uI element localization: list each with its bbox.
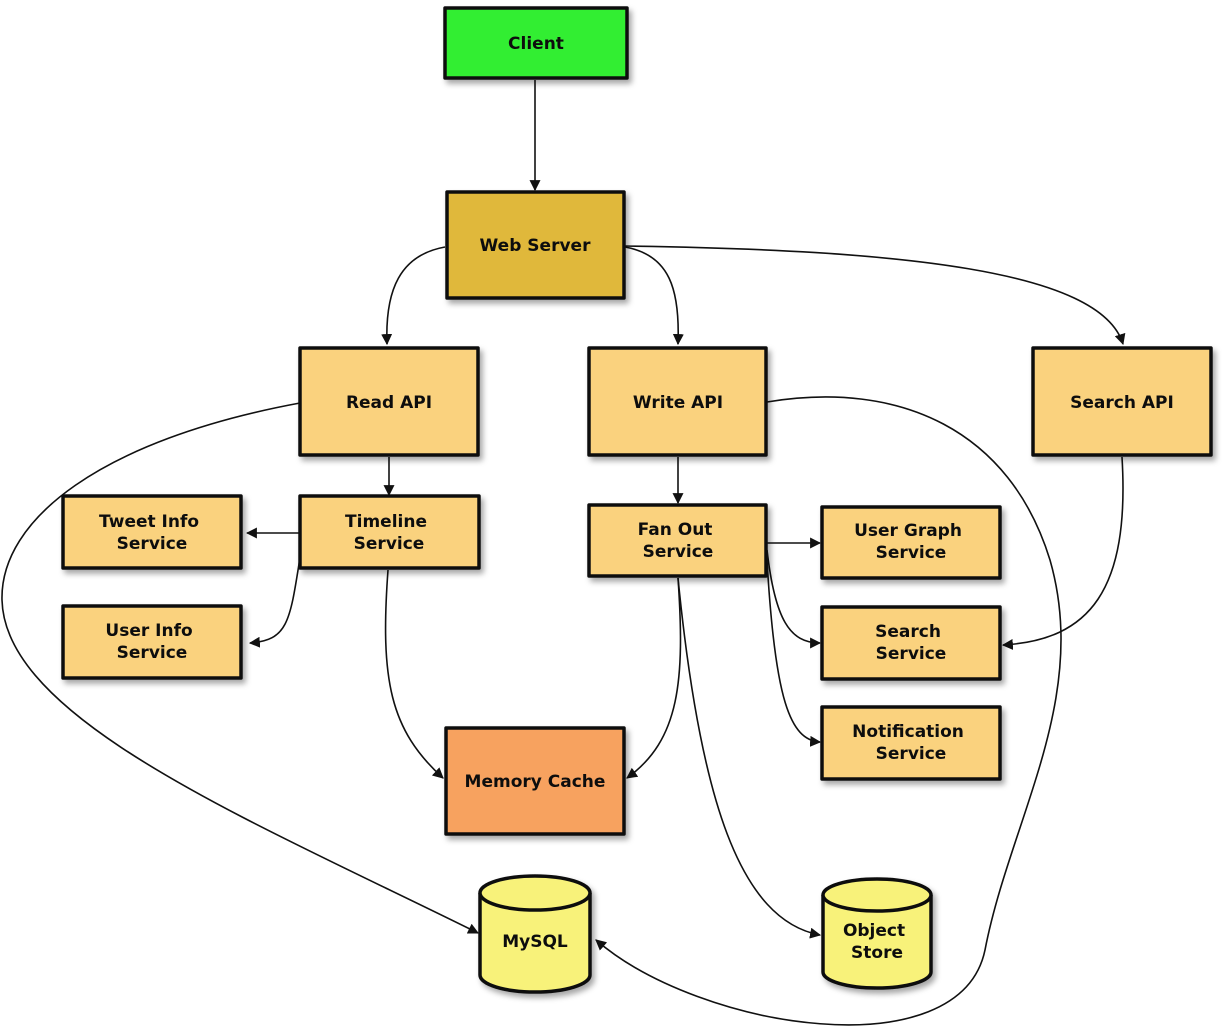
edge-timeline-to-user-info: [248, 544, 303, 648]
read-api-label: Read API: [346, 393, 432, 413]
write-api-box: [587, 346, 768, 457]
edge-timeline-to-memory-cache: [384, 569, 444, 779]
nodes-layer: Client Web Server Read API Write API: [61, 6, 1213, 994]
fan-out-service-label: Fan Out Service: [638, 520, 719, 562]
client-box: [443, 6, 629, 80]
user-graph-service-node: User Graph Service: [820, 505, 1002, 580]
edges-layer: [1, 80, 1126, 1026]
client-label: Client: [508, 34, 564, 54]
edge-fan-out-to-search-service: [766, 549, 822, 649]
edge-fan-out-to-object-store: [677, 577, 822, 939]
read-api-box: [298, 346, 480, 457]
edge-web-server-to-read-api: [381, 246, 446, 346]
fan-out-service-node: Fan Out Service: [587, 503, 768, 578]
notification-service-box: [820, 705, 1002, 781]
user-graph-service-label: User Graph Service: [854, 521, 968, 563]
search-service-label: Search Service: [875, 622, 947, 664]
notification-service-node: Notification Service: [820, 705, 1002, 781]
user-graph-service-box: [820, 505, 1002, 580]
edge-read-api-to-mysql: [1, 402, 479, 934]
memory-cache-label: Memory Cache: [465, 772, 606, 792]
web-server-node: Web Server: [445, 190, 626, 300]
mysql-cylinder-top: [478, 874, 592, 912]
timeline-service-box: [298, 494, 481, 570]
search-api-box: [1031, 346, 1213, 457]
search-api-label: Search API: [1070, 393, 1174, 413]
fan-out-service-box: [587, 503, 768, 578]
write-api-label: Write API: [633, 393, 723, 413]
edge-search-api-to-search-service: [1001, 456, 1124, 650]
memory-cache-box: [444, 726, 626, 836]
user-info-service-label: User Info Service: [105, 621, 198, 663]
object-store-node: Object Store: [821, 877, 933, 990]
object-store-cylinder-top: [821, 877, 933, 913]
write-api-node: Write API: [587, 346, 768, 457]
edge-web-server-to-search-api: [624, 245, 1126, 346]
user-info-service-node: User Info Service: [61, 604, 243, 680]
mysql-cylinder-body: [478, 893, 592, 994]
mysql-node: MySQL: [478, 874, 592, 994]
edge-web-server-to-write-api: [624, 246, 684, 346]
tweet-info-service-box: [61, 494, 243, 570]
timeline-service-node: Timeline Service: [298, 494, 481, 570]
client-node: Client: [443, 6, 629, 80]
object-store-cylinder-body: [821, 895, 933, 990]
search-service-box: [820, 605, 1002, 681]
timeline-service-label: Timeline Service: [345, 512, 433, 554]
edge-write-api-to-mysql: [595, 396, 1062, 1026]
read-api-node: Read API: [298, 346, 480, 457]
edge-fan-out-to-notification: [766, 559, 822, 747]
object-store-label: Object Store: [843, 921, 911, 963]
edge-fan-out-to-memory-cache: [626, 577, 682, 779]
web-server-box: [445, 190, 626, 300]
web-server-label: Web Server: [480, 236, 592, 256]
tweet-info-service-label: Tweet Info Service: [99, 512, 205, 554]
user-info-service-box: [61, 604, 243, 680]
tweet-info-service-node: Tweet Info Service: [61, 494, 243, 570]
notification-service-label: Notification Service: [852, 722, 970, 764]
search-service-node: Search Service: [820, 605, 1002, 681]
memory-cache-node: Memory Cache: [444, 726, 626, 836]
search-api-node: Search API: [1031, 346, 1213, 457]
mysql-label: MySQL: [502, 932, 568, 952]
